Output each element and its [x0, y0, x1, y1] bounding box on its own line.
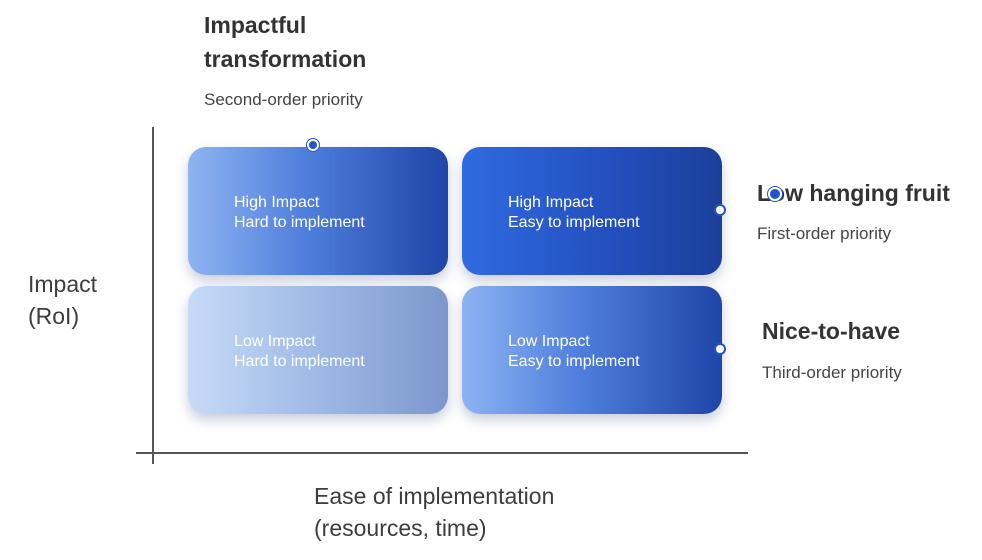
- category-title-low-hanging-fruit: Low hanging fruit: [757, 180, 950, 206]
- y-axis-line: [152, 127, 154, 464]
- quadrant-low-impact-hard: Low Impact Hard to implement: [188, 286, 448, 414]
- quadrant-effort-text: Easy to implement: [508, 214, 640, 231]
- x-axis-label: Ease of implementation (resources, time): [314, 480, 554, 544]
- x-axis-label-line-1: Ease of implementation: [314, 483, 555, 509]
- quadrant-effort-text: Hard to implement: [234, 214, 365, 231]
- y-axis-label: Impact (RoI): [28, 268, 97, 332]
- quadrant-effort-text: Easy to implement: [508, 353, 640, 370]
- category-subtitle-first-order: First-order priority: [757, 224, 892, 243]
- connector-dot-label: [768, 187, 782, 201]
- x-axis-line: [136, 452, 748, 454]
- quadrant-low-impact-easy: Low Impact Easy to implement: [462, 286, 722, 414]
- connector-dot-right-top: [714, 204, 726, 216]
- quadrant-high-impact-hard: High Impact Hard to implement: [188, 147, 448, 275]
- x-axis-label-line-2: (resources, time): [314, 515, 487, 542]
- category-title-line-1: Impactful: [204, 12, 307, 38]
- connector-dot-top: [307, 139, 319, 151]
- quadrant-impact-text: High Impact: [234, 194, 320, 211]
- category-title-nice-to-have: Nice-to-have: [762, 318, 901, 344]
- quadrant-impact-text: Low Impact: [508, 333, 590, 350]
- quadrant-impact-text: High Impact: [508, 194, 594, 211]
- connector-dot-right-bottom: [714, 343, 726, 355]
- category-subtitle-second-order: Second-order priority: [204, 90, 363, 109]
- category-title-impactful-transformation: Impactful transformation: [204, 8, 424, 76]
- quadrant-effort-text: Hard to implement: [234, 353, 365, 370]
- category-title-line-2: transformation: [204, 46, 367, 72]
- category-subtitle-third-order: Third-order priority: [762, 363, 902, 382]
- y-axis-label-line-2: (RoI): [28, 303, 80, 330]
- quadrant-high-impact-easy: High Impact Easy to implement: [462, 147, 722, 275]
- y-axis-label-line-1: Impact: [28, 271, 98, 297]
- quadrant-impact-text: Low Impact: [234, 333, 316, 350]
